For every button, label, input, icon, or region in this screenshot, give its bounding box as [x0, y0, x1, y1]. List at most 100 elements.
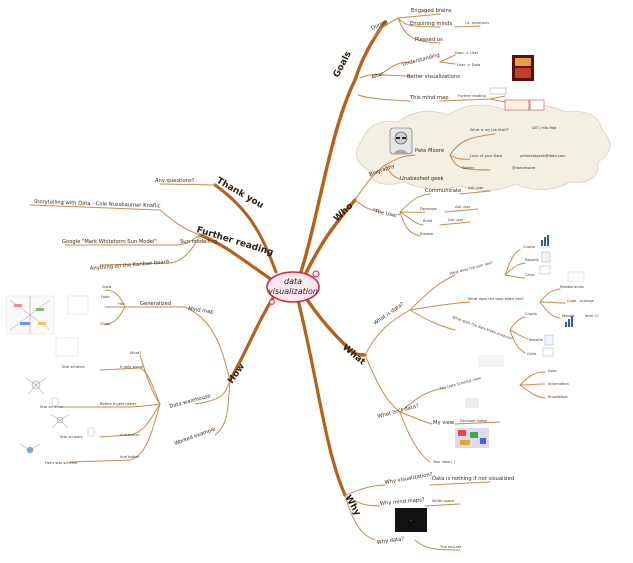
user-grids[interactable]: Grids [525, 273, 535, 277]
data-scientist-view[interactable]: The Data Scientist view [438, 376, 481, 391]
after-label[interactable]: After [371, 71, 386, 81]
enquiring-minds[interactable]: Enquiring minds [410, 21, 452, 27]
models[interactable]: Models [562, 314, 575, 318]
central-topic[interactable]: data visualization [266, 270, 320, 305]
ds-information[interactable]: Information [548, 382, 569, 386]
job-title[interactable]: What is my job title?? [470, 128, 509, 132]
small-fade: Fade [101, 295, 110, 299]
goals-label[interactable]: Goals [332, 50, 354, 80]
code-scourge[interactable]: Code - scourge [567, 299, 595, 303]
further-reading-sub: Further reading [458, 94, 486, 98]
pleased-us[interactable]: Pleased us [415, 37, 443, 43]
sun-modelling[interactable]: Sun modelling [180, 239, 217, 245]
dw-before-better[interactable]: Before it gets better [100, 402, 137, 406]
chart-thumbnail-icon [541, 235, 573, 327]
the-user[interactable]: "The User" [372, 208, 401, 220]
branch-why [296, 298, 347, 497]
branch-goals [298, 20, 387, 277]
bloke-reports[interactable]: Reports [529, 338, 543, 342]
mind-map-label[interactable]: Mind map [188, 306, 215, 316]
kanban[interactable]: Anything on the Kanban board [90, 259, 170, 272]
the-end-set: The end-set [439, 545, 462, 549]
grid-thumbnail-icon [539, 265, 554, 357]
central-topic-line1: data [284, 277, 302, 286]
better-visualizations[interactable]: Better visualizations [407, 74, 460, 80]
branch-what [300, 290, 367, 357]
dw-worse[interactable]: It gets worse [120, 365, 144, 369]
your-view[interactable]: Your view ( ) [433, 460, 456, 464]
central-topic-line2: visualization [268, 287, 318, 296]
pete-moore[interactable]: Pete Moore [415, 148, 444, 154]
branch-who [303, 198, 357, 277]
what-bloke-sees[interactable]: What does the data bloke see? [468, 297, 524, 301]
small-grow: Grow [102, 285, 111, 289]
unabashed-geek[interactable]: Unabashed geek [400, 176, 444, 182]
job-title-sub: DIT | Info Mgt [532, 126, 557, 130]
my-view[interactable]: My view [433, 420, 455, 426]
why-mind-maps[interactable]: Why mind maps? [380, 497, 425, 507]
ds-knowledge[interactable]: Knowledge [548, 395, 569, 399]
ask-user-3: Ask user [448, 218, 464, 222]
hot[interactable]: Hot [118, 302, 125, 306]
love-of-data[interactable]: Love of your Data [470, 154, 502, 158]
user-reports[interactable]: Reports [525, 258, 539, 262]
what-is-data[interactable]: What is data? [373, 301, 406, 326]
ds-data[interactable]: Data [548, 369, 557, 373]
bloke-charts[interactable]: Charts [525, 312, 537, 316]
branch-further [198, 233, 274, 282]
star-schema-2: Star schema [40, 405, 63, 409]
engaged-brains[interactable]: Engaged brains [411, 8, 452, 14]
communicate[interactable]: Communicate [425, 188, 461, 194]
understanding[interactable]: Understanding [402, 52, 440, 68]
data-warehouse[interactable]: Data warehouse [169, 393, 211, 410]
bloke-grids[interactable]: Grids [527, 352, 537, 356]
this-mind-map[interactable]: This mind map [409, 95, 449, 101]
report-thumbnail-icon [541, 251, 554, 346]
any-questions[interactable]: Any questions? [155, 178, 195, 184]
star-schema-3: Star schema [60, 435, 83, 439]
models-sub: level 1? [585, 314, 599, 318]
dw-what[interactable]: What? [130, 351, 141, 355]
sub-labels: During Engaged brains Enquiring minds i.… [34, 8, 599, 549]
hots-star-schema: Hot's star schema [45, 461, 77, 465]
what-user-sees[interactable]: What does the user see? [449, 261, 493, 276]
secondary-branches [29, 13, 566, 551]
user-charts[interactable]: Charts [523, 245, 535, 249]
thumbnails: ... [5, 55, 585, 532]
why-data[interactable]: Why data? [376, 536, 404, 546]
main-branches [198, 20, 387, 497]
decision-maker: Decision maker [460, 419, 488, 423]
white-space: White space [432, 499, 455, 503]
decision-collage-icon [455, 428, 489, 448]
ask-user-1: Ask user [468, 186, 484, 190]
why-visualization[interactable]: Why visualization? [384, 472, 433, 486]
user-to-data: User -> Data [457, 63, 480, 67]
google-sun-model[interactable]: Google "Mark Whitehorn Sun Model" [62, 239, 157, 245]
biography-cloud [355, 104, 611, 191]
twitter[interactable]: Twitter [461, 166, 475, 170]
email: petedatageek@data.com [520, 154, 566, 158]
worked-example[interactable]: Worked example [174, 426, 217, 446]
mind-map-collage-icon [5, 295, 89, 357]
why-label[interactable]: Why [342, 494, 362, 518]
dw-and-better-2[interactable]: And better [120, 455, 140, 459]
how-doc-icons [51, 397, 95, 437]
relationships[interactable]: Relationships [560, 285, 584, 289]
enquiring-sub: i.e. questions [465, 21, 489, 25]
develops[interactable]: Develops [420, 207, 437, 211]
data-scientist-image-icon [465, 355, 504, 408]
storytelling[interactable]: Storytelling with Data - Cole Nussbaumer… [34, 199, 161, 209]
ask-user-2: Ask user [455, 205, 471, 209]
how-label[interactable]: How [226, 362, 247, 386]
relationship-diagram-icon [567, 271, 585, 283]
browse[interactable]: Browse [420, 232, 434, 236]
small-clone: Clone [100, 322, 111, 326]
what-bloke-produces[interactable]: What does the data bloke produce? [452, 315, 513, 341]
twitter-sub: @datamoore [512, 166, 536, 170]
dw-and-better-1[interactable]: And better [120, 433, 140, 437]
portrait-icon [389, 127, 413, 155]
build[interactable]: Build [423, 219, 432, 223]
generalized[interactable]: Generalized [140, 301, 171, 307]
data-is-nothing: Data is nothing if not visualized [432, 476, 514, 482]
